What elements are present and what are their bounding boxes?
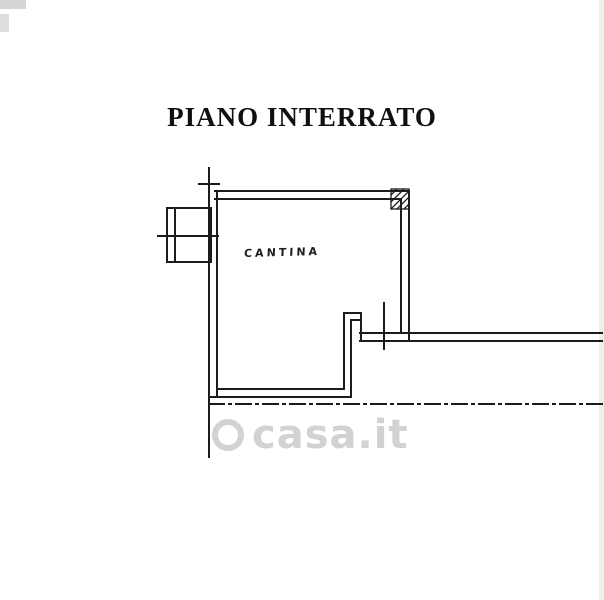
room-label-cantina: CANTINA	[243, 244, 321, 261]
scan-artifact	[0, 0, 26, 9]
casait-watermark: casa.it	[212, 413, 409, 457]
shaft-box	[157, 207, 219, 263]
page-title: PIANO INTERRATO	[167, 102, 437, 132]
watermark-text: casa.it	[252, 412, 409, 458]
casa-ring-icon	[212, 419, 244, 451]
scan-edge	[599, 0, 604, 600]
scan-artifact	[0, 14, 9, 32]
hatched-corner-block	[390, 188, 410, 210]
